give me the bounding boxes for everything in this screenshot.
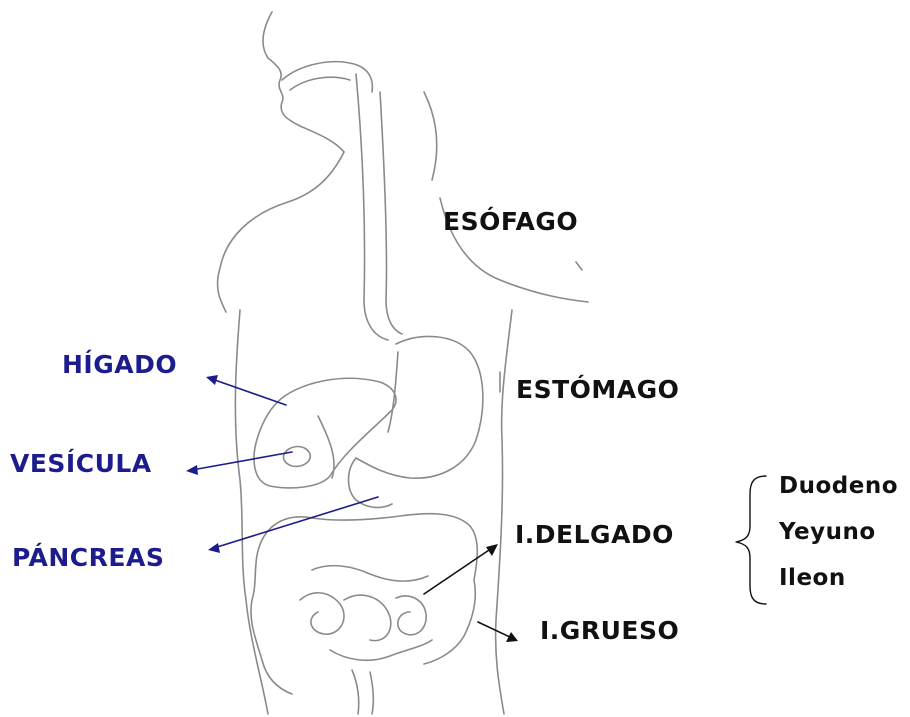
arrows-black [424,548,512,638]
torso-right [496,310,512,714]
stomach [356,336,483,478]
label-ileon: Ileon [779,567,846,590]
label-esofago: ESÓFAGO [443,209,578,234]
brace [736,476,766,604]
label-higado: HÍGADO [62,352,177,377]
small-intestine-inner [312,566,428,581]
liver [254,378,396,488]
label-intestino-grueso: I.GRUESO [540,618,679,643]
gallbladder [283,447,310,467]
colon-right [424,580,475,664]
small-intestine [300,593,432,661]
torso-left [235,310,268,714]
arrow-delgado [424,548,492,594]
arrow-higado [212,379,286,405]
neck-left-shoulder [218,152,344,312]
back-of-head [424,92,437,180]
label-intestino-delgado: I.DELGADO [515,522,674,547]
colon-left [251,540,292,694]
label-yeyuno: Yeyuno [779,521,876,544]
label-vesicula: VESÍCULA [10,451,152,476]
arrow-vesicula [192,452,292,470]
arrowheads-blue [186,375,220,553]
esophagus [356,74,402,340]
arrow-pancreas [214,497,378,548]
label-estomago: ESTÓMAGO [516,377,679,402]
label-duodeno: Duodeno [779,475,898,498]
rectum [352,670,373,714]
label-pancreas: PÁNCREAS [12,545,164,570]
oral-cavity [282,62,372,92]
liver-inner [318,416,334,478]
arrows [192,379,378,548]
small-marks [500,262,582,392]
